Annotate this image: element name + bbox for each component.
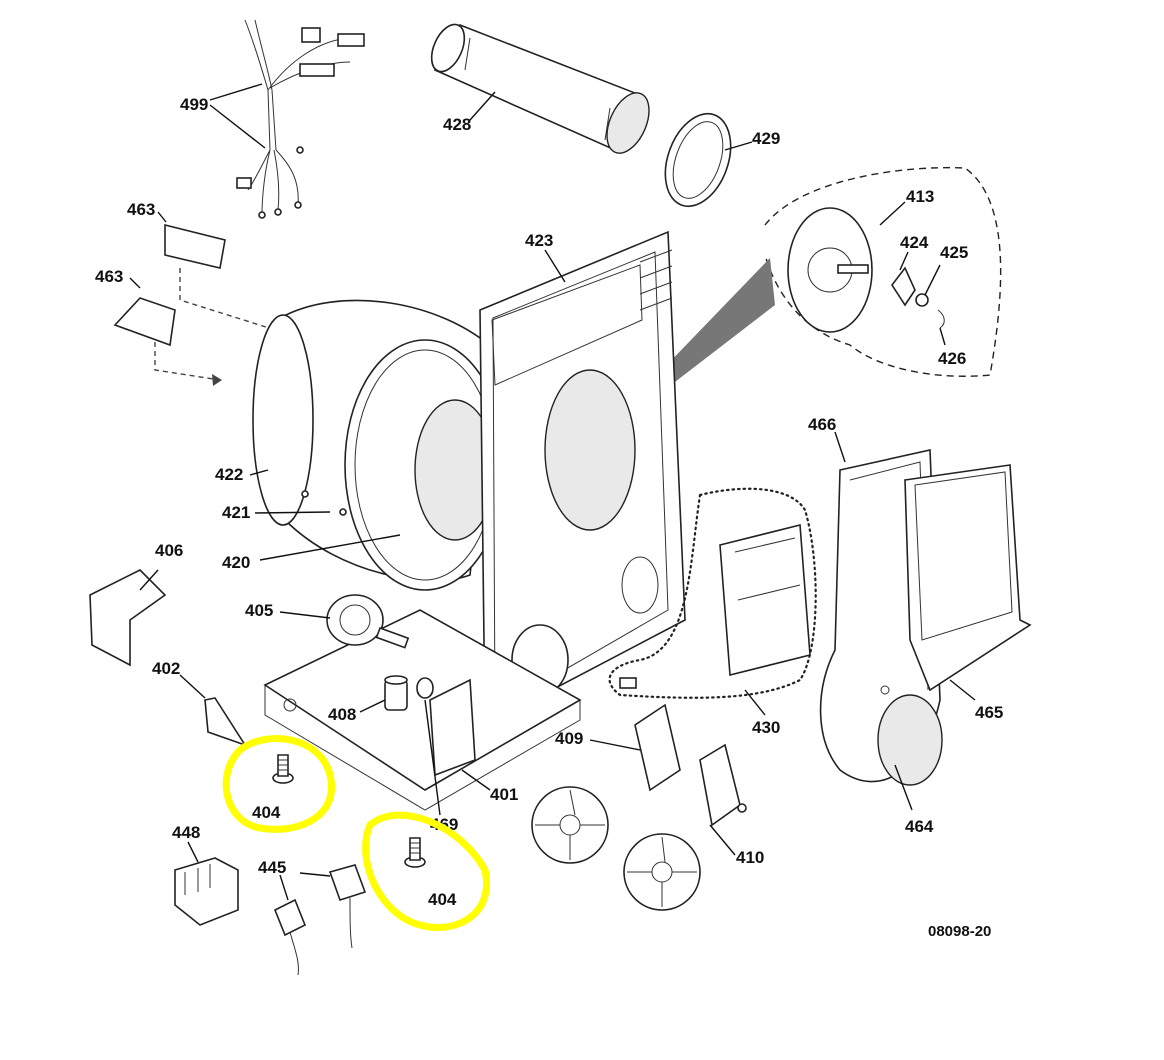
callout-405: 405 xyxy=(245,601,273,620)
part-409-drum-roller: 409 xyxy=(531,703,681,864)
callout-464: 464 xyxy=(905,817,934,836)
callout-424: 424 xyxy=(900,233,929,252)
callout-499: 499 xyxy=(180,95,208,114)
callout-425: 425 xyxy=(940,243,968,262)
part-428-duct-tube: 428 xyxy=(430,23,650,154)
part-404-leveling-foot-right: 404 xyxy=(362,811,490,932)
figure-id: 08098-20 xyxy=(928,923,991,940)
part-499-wiring-harness: 499 xyxy=(180,19,365,219)
callout-423: 423 xyxy=(525,231,553,250)
part-408-capacitor: 408 xyxy=(328,675,408,724)
callout-430: 430 xyxy=(752,718,780,737)
callout-410: 410 xyxy=(736,848,764,867)
callout-445: 445 xyxy=(258,858,286,877)
part-410-drum-roller: 410 xyxy=(623,743,764,911)
part-406-cover: 406 xyxy=(89,541,183,667)
callout-406: 406 xyxy=(155,541,183,560)
callout-463-lower: 463 xyxy=(95,267,123,286)
part-423-rear-panel: 423 xyxy=(479,230,686,727)
part-429-clamp-ring: 429 xyxy=(664,112,780,208)
callout-429: 429 xyxy=(752,129,780,148)
callout-448: 448 xyxy=(172,823,200,842)
part-404-leveling-foot-left: 404 xyxy=(222,735,335,833)
callout-408: 408 xyxy=(328,705,356,724)
callout-428: 428 xyxy=(443,115,471,134)
callout-463-upper: 463 xyxy=(127,200,155,219)
highlight-404-left xyxy=(222,735,335,833)
callout-422: 422 xyxy=(215,465,243,484)
callout-466: 466 xyxy=(808,415,836,434)
callout-426: 426 xyxy=(938,349,966,368)
part-445-power-cord: 445 xyxy=(258,858,367,976)
callout-465: 465 xyxy=(975,703,1003,722)
callout-404-right: 404 xyxy=(428,890,457,909)
part-402-bracket: 402 xyxy=(152,659,247,747)
part-463-lint-filters: 463 463 xyxy=(95,200,286,386)
part-422-drum: 422 421 420 xyxy=(215,299,506,591)
callout-420: 420 xyxy=(222,553,250,572)
callout-413: 413 xyxy=(906,187,934,206)
callout-421: 421 xyxy=(222,503,250,522)
part-466-blower-housing: 466 465 464 xyxy=(808,415,1032,836)
part-430-heater-assembly: 430 xyxy=(608,487,817,737)
highlight-404-right xyxy=(362,811,490,932)
callout-409: 409 xyxy=(555,729,583,748)
part-405-drive-motor: 405 xyxy=(245,594,410,649)
part-401-base: 401 xyxy=(263,609,582,811)
callout-401: 401 xyxy=(490,785,518,804)
callout-402: 402 xyxy=(152,659,180,678)
part-448-terminal-block: 448 xyxy=(172,823,239,926)
callout-404-left: 404 xyxy=(252,803,281,822)
